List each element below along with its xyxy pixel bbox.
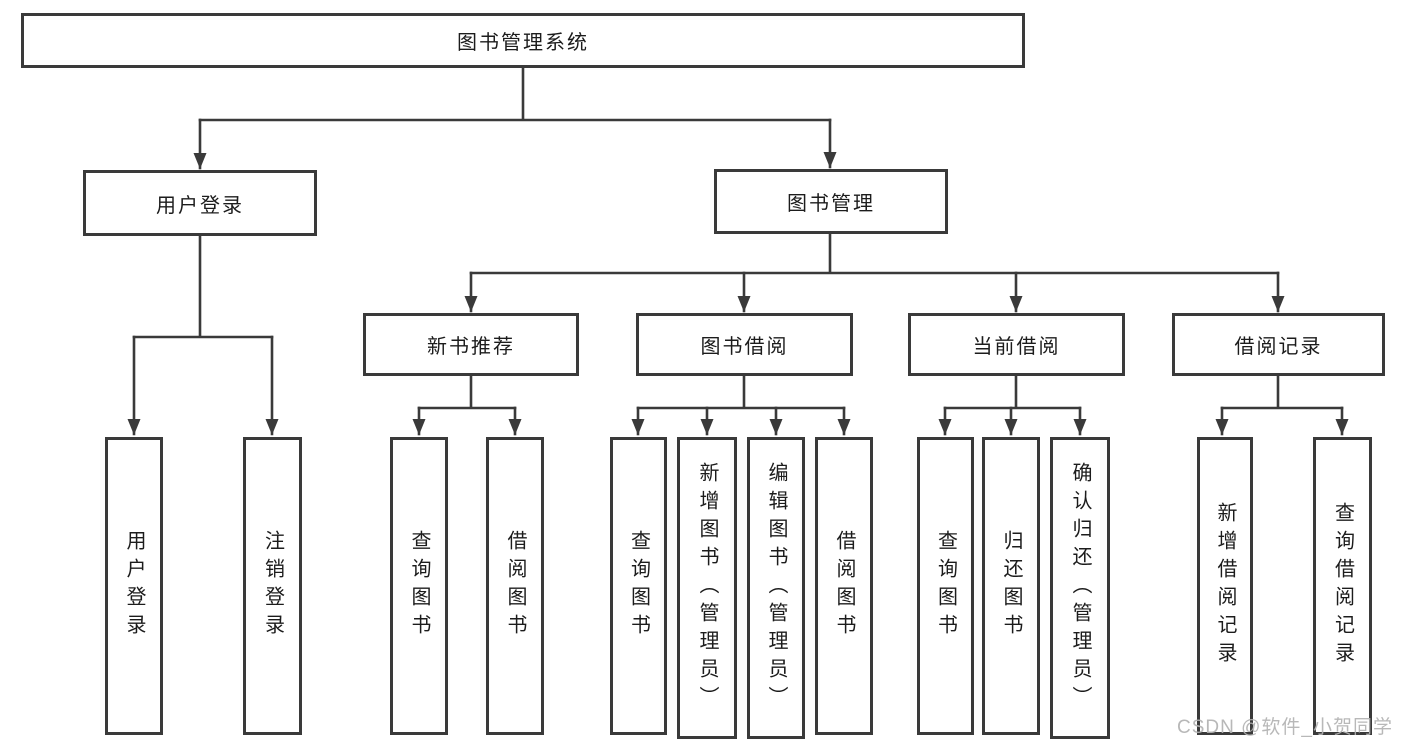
node-label: 查询图书 (408, 530, 430, 642)
node-label: 当前借阅 (972, 336, 1061, 358)
node-book-management: 图书管理 (714, 169, 948, 234)
node-label: 查询图书 (627, 530, 650, 642)
node-label: 借阅图书 (504, 530, 526, 642)
node-book-borrow: 图书借阅 (636, 313, 853, 376)
node-user-login: 用户登录 (83, 170, 317, 236)
node-label: 图书管理系统 (457, 32, 589, 54)
node-query-books-2: 查询图书 (610, 437, 667, 735)
node-user-login-leaf: 用户登录 (105, 437, 163, 735)
node-label: 新增图书（管理员） (696, 462, 718, 714)
node-label: 新书推荐 (427, 336, 515, 358)
csdn-watermark: CSDN @软件_小贺同学 (1177, 712, 1393, 739)
node-label: 用户登录 (156, 194, 244, 217)
node-query-books-1: 查询图书 (390, 437, 448, 735)
node-current-borrow: 当前借阅 (908, 313, 1125, 376)
node-logout-leaf: 注销登录 (243, 437, 302, 735)
node-return-books: 归还图书 (982, 437, 1040, 735)
node-borrow-books-2: 借阅图书 (815, 437, 873, 735)
node-label: 编辑图书（管理员） (765, 462, 787, 714)
node-confirm-return-admin: 确认归还（管理员） (1050, 437, 1110, 739)
watermark-text: CSDN @软件_小贺同学 (1177, 717, 1393, 738)
node-label: 查询图书 (934, 530, 957, 642)
node-query-borrow-record: 查询借阅记录 (1313, 437, 1372, 735)
node-edit-books-admin: 编辑图书（管理员） (747, 437, 805, 739)
node-label: 新增借阅记录 (1214, 502, 1236, 670)
node-borrow-books-1: 借阅图书 (486, 437, 544, 735)
node-label: 借阅图书 (833, 530, 855, 642)
node-label: 查询借阅记录 (1331, 502, 1354, 670)
node-library-system: 图书管理系统 (21, 13, 1025, 68)
node-label: 用户登录 (123, 530, 145, 642)
node-label: 注销登录 (261, 530, 284, 642)
node-new-book-recommend: 新书推荐 (363, 313, 579, 376)
node-label: 归还图书 (1000, 530, 1022, 642)
node-add-borrow-record: 新增借阅记录 (1197, 437, 1253, 735)
tree-trunk-lines (132, 66, 1344, 410)
node-borrow-records: 借阅记录 (1172, 313, 1385, 376)
node-query-books-3: 查询图书 (917, 437, 974, 735)
node-label: 借阅记录 (1234, 336, 1323, 358)
node-label: 图书借阅 (700, 336, 789, 358)
node-label: 确认归还（管理员） (1069, 462, 1091, 714)
node-add-books-admin: 新增图书（管理员） (677, 437, 737, 739)
node-label: 图书管理 (787, 193, 875, 215)
